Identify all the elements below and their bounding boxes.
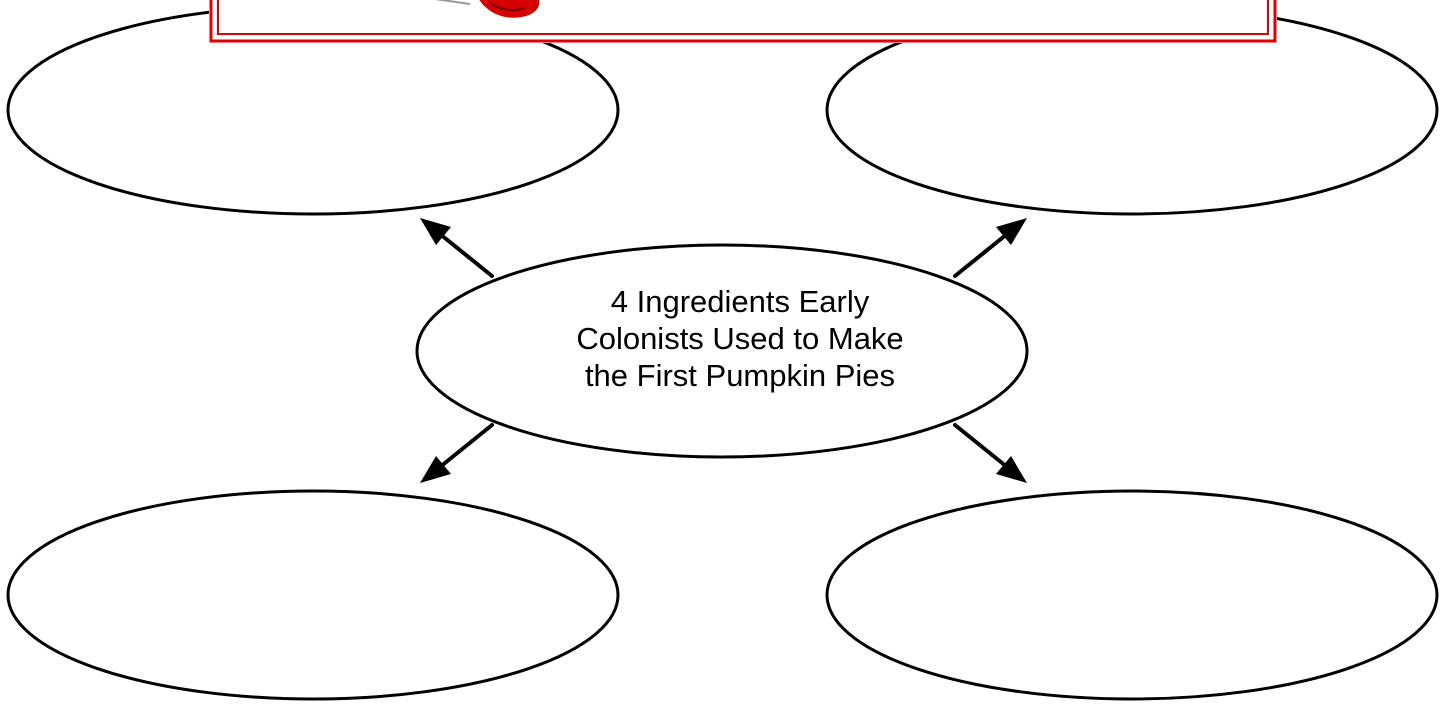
outer-bubble-bottom-left[interactable] [6, 489, 620, 701]
banner-outer-border [209, 0, 1277, 43]
title-banner [209, 0, 1277, 43]
arrow-to-bottom-right [953, 423, 1027, 483]
banner-background [209, 0, 1277, 43]
center-bubble-label: 4 Ingredients Early Colonists Used to Ma… [470, 283, 1010, 394]
center-bubble [415, 243, 1029, 459]
center-label-line-3: the First Pumpkin Pies [584, 358, 896, 393]
arrow-to-top-left [420, 218, 494, 278]
center-label-line-2: Colonists Used to Make [576, 321, 904, 356]
outer-bubble-bottom-right[interactable] [825, 489, 1439, 701]
arrow-to-bottom-left [420, 423, 494, 483]
center-label-line-1: 4 Ingredients Early [610, 284, 870, 319]
arrow-to-top-right [953, 218, 1027, 278]
apple-clipart-icon [434, 0, 540, 18]
banner-inner-border [217, 0, 1269, 35]
